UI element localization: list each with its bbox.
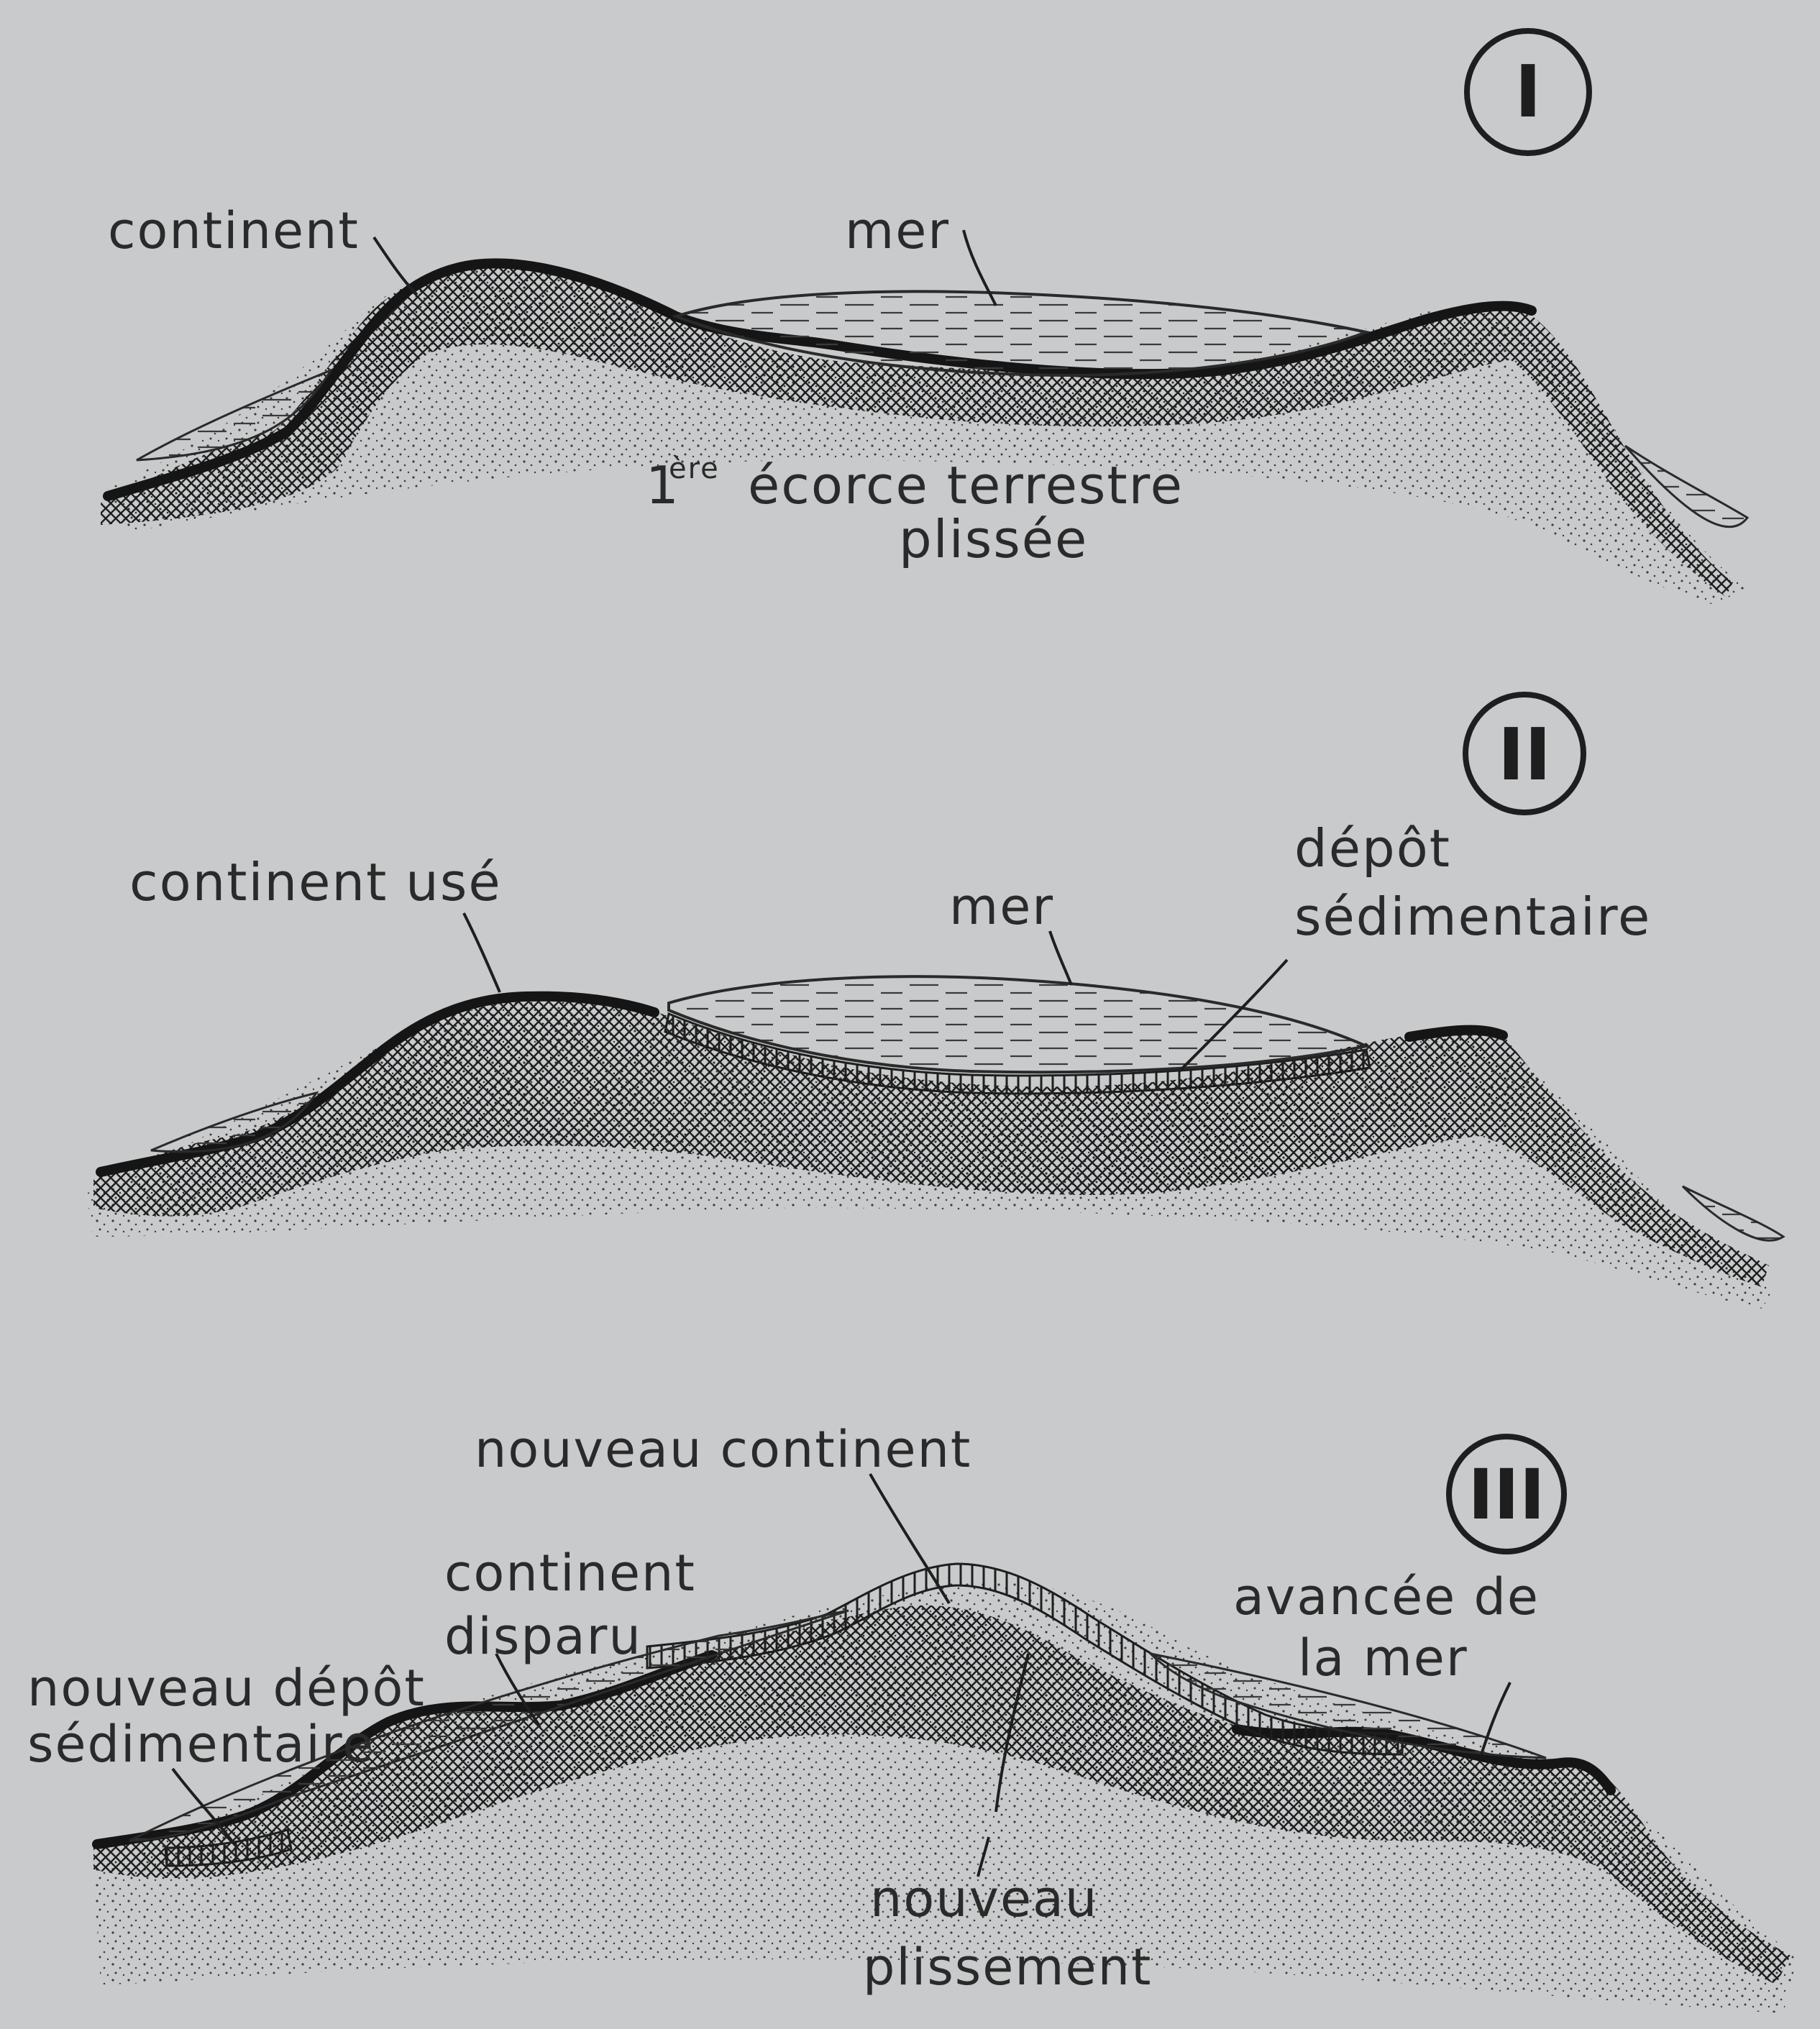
panel-2-number-badge: II [1465, 695, 1583, 812]
label-ecorce-superscript: ère [669, 452, 720, 485]
label-avancee-line1: avancée de [1233, 1567, 1540, 1626]
label-mer-2: mer [949, 877, 1054, 936]
panel-2-number: II [1498, 713, 1551, 797]
label-plissement-line1: nouveau [870, 1869, 1098, 1928]
panel-3-number: III [1468, 1455, 1545, 1535]
panel-3: III nouveau continent continent disparu … [27, 1420, 1798, 2013]
panel-1-number-badge: I [1467, 31, 1589, 153]
label-depot-line1: dépôt [1294, 818, 1451, 879]
label-nouveau-continent: nouveau continent [475, 1420, 971, 1479]
label-ecorce-line1: écorce terrestre [748, 455, 1184, 516]
label-continent-disparu-line2: disparu [444, 1607, 642, 1666]
panel-2-cross-section [86, 976, 1783, 1309]
panel-1-number: I [1514, 50, 1541, 134]
label-plissement-line2: plissement [863, 1938, 1152, 1997]
label-continent: continent [108, 201, 360, 260]
label-continent-disparu-line1: continent [444, 1544, 696, 1603]
panel-1: I continent mer 1 ère écorce terrestre p… [101, 31, 1747, 604]
panel-2: II continent usé mer dépôt sédimentaire [86, 695, 1783, 1309]
label-depot-line2: sédimentaire [1294, 887, 1651, 947]
label-ecorce-line2: plissée [899, 509, 1088, 569]
label-nouveau-depot-line2: sédimentaire [27, 1715, 375, 1774]
panel-3-number-badge: III [1449, 1437, 1564, 1552]
label-mer-1: mer [845, 201, 950, 260]
label-nouveau-depot-line1: nouveau dépôt [27, 1659, 426, 1718]
label-avancee-line2: la mer [1298, 1629, 1468, 1687]
label-continent-use: continent usé [129, 852, 502, 912]
